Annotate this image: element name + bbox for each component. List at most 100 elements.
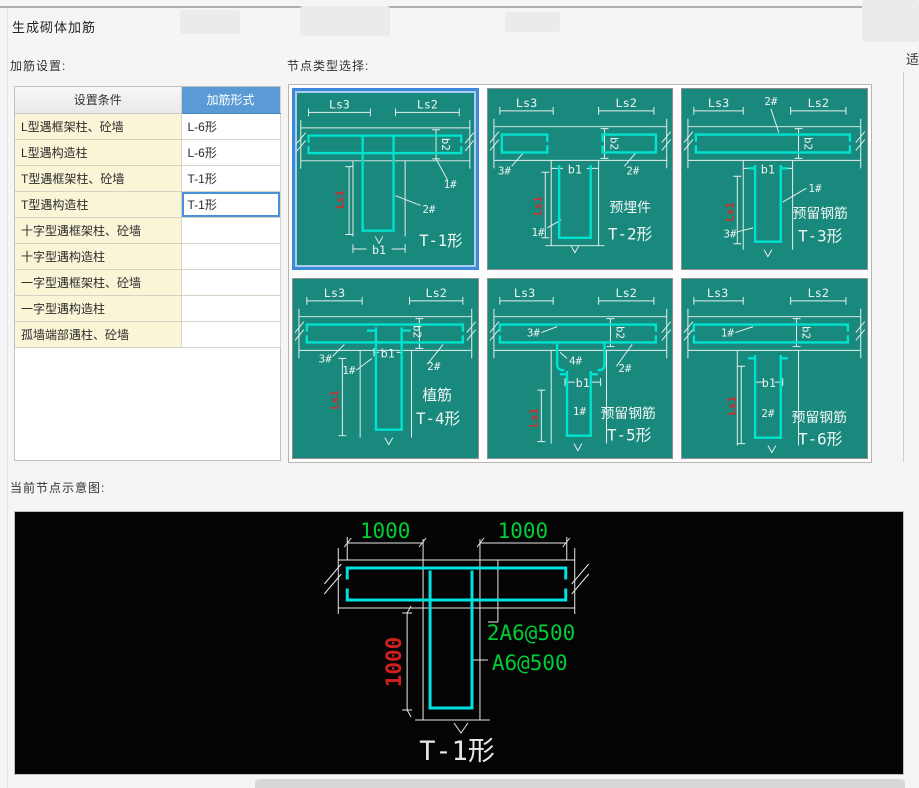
- part-label-1: 1#: [531, 226, 545, 239]
- condition-cell[interactable]: L型遇框架柱、砼墙: [15, 113, 182, 140]
- tile-note: 预留钢筋: [792, 408, 847, 424]
- dim-ls3: Ls3: [707, 285, 728, 299]
- preview-stem-rebar-label: A6@500: [492, 651, 568, 675]
- preview-section-label: 当前节点示意图:: [10, 481, 106, 495]
- current-node-preview: 1000 1000 1000 2A6@500 A6@500 T-1形: [14, 511, 904, 775]
- node-type-grid: Ls3 Ls2 b2 Ls1 1# 2# b1 T-1形 Ls3 Ls2 b2 …: [288, 84, 872, 463]
- tile-caption: T-6形: [798, 429, 842, 448]
- table-row: 一字型遇构造柱: [15, 295, 281, 322]
- dim-ls2: Ls2: [425, 285, 446, 299]
- part-label-4: 4#: [569, 354, 583, 367]
- form-cell[interactable]: [181, 295, 281, 322]
- dim-ls3: Ls3: [324, 285, 345, 299]
- dialog-title: 生成砌体加筋: [12, 20, 97, 35]
- preview-caption: T-1形: [419, 736, 495, 767]
- dim-b1: b1: [372, 243, 386, 257]
- condition-cell[interactable]: 孤墙端部遇柱、砼墙: [15, 321, 182, 348]
- form-cell[interactable]: T-1形: [181, 165, 281, 192]
- dim-ls1: Ls1: [531, 196, 544, 216]
- dim-ls2: Ls2: [417, 97, 438, 111]
- column-header-form[interactable]: 加筋形式: [181, 87, 281, 114]
- dim-ls1: Ls1: [527, 407, 540, 427]
- form-cell[interactable]: L-6形: [181, 113, 281, 140]
- dim-b1: b1: [761, 162, 775, 176]
- dim-b1: b1: [381, 346, 395, 360]
- part-label-3: 3#: [724, 228, 738, 241]
- condition-cell[interactable]: 十字型遇框架柱、砼墙: [15, 217, 182, 244]
- dim-ls1: Ls1: [726, 395, 739, 415]
- part-label-1: 1#: [573, 404, 587, 417]
- dim-b1: b1: [762, 376, 776, 390]
- form-cell[interactable]: [181, 217, 281, 244]
- settings-section-label: 加筋设置:: [10, 59, 67, 73]
- part-label-2: 2#: [762, 406, 776, 419]
- dim-b1: b1: [575, 376, 589, 390]
- dialog-top-border: [0, 6, 919, 8]
- dim-b2: b2: [802, 137, 815, 150]
- tile-caption: T-3形: [798, 227, 842, 246]
- table-row: 十字型遇构造柱: [15, 243, 281, 270]
- condition-cell[interactable]: 十字型遇构造柱: [15, 243, 182, 270]
- node-type-tile-t4[interactable]: Ls3 Ls2 b2 Ls1 b1 3# 2# 1# 植筋 T-4形: [292, 277, 479, 459]
- form-cell[interactable]: [181, 269, 281, 296]
- dim-b1: b1: [567, 162, 581, 176]
- tile-note: 预留钢筋: [600, 404, 655, 420]
- dim-b2: b2: [800, 325, 813, 338]
- condition-cell[interactable]: 一字型遇构造柱: [15, 295, 182, 322]
- column-header-condition[interactable]: 设置条件: [15, 87, 182, 114]
- node-type-tile-t5[interactable]: Ls3 Ls2 3# 4# b2 2# b1 1# Ls1 预留钢筋 T-5形: [486, 277, 674, 459]
- condition-cell[interactable]: 一字型遇框架柱、砼墙: [15, 269, 182, 296]
- part-label-1: 1#: [444, 178, 457, 191]
- preview-wall-rebar-label: 2A6@500: [487, 621, 575, 645]
- node-type-tile-t1[interactable]: Ls3 Ls2 b2 Ls1 1# 2# b1 T-1形: [292, 88, 479, 270]
- form-cell[interactable]: [181, 243, 281, 270]
- part-label-1: 1#: [342, 364, 356, 377]
- dim-b2: b2: [439, 138, 452, 151]
- part-label-2: 2#: [618, 362, 632, 375]
- tile-caption: T-1形: [419, 232, 462, 250]
- dim-ls3: Ls3: [515, 96, 536, 110]
- node-type-tile-t3[interactable]: Ls3 Ls2 2# b2 Ls1 b1 1# 3# 预留钢筋 T-3形: [681, 88, 868, 270]
- preview-dim-right: 1000: [498, 519, 548, 543]
- background-ghost: [300, 6, 390, 36]
- part-label-3: 3#: [319, 352, 333, 365]
- dialog-bottom-edge: [255, 779, 905, 788]
- part-label-3: 3#: [527, 326, 541, 339]
- tile-note: 预埋件: [609, 199, 651, 215]
- condition-cell[interactable]: T型遇构造柱: [15, 191, 182, 218]
- part-label-2: 2#: [765, 95, 779, 108]
- dim-b2: b2: [613, 325, 626, 338]
- condition-cell[interactable]: L型遇构造柱: [15, 139, 182, 166]
- table-row: 孤墙端部遇柱、砼墙: [15, 321, 281, 348]
- preview-drawing: 1000 1000 1000 2A6@500 A6@500 T-1形: [323, 519, 590, 767]
- node-type-tile-t6[interactable]: Ls3 Ls2 1# b2 b1 2# Ls1 预留钢筋 T-6形: [681, 277, 868, 459]
- part-label-1: 1#: [809, 182, 823, 195]
- node-type-tile-t2[interactable]: Ls3 Ls2 b2 Ls1 b1 3# 2# 1# 预埋件 T-2形: [486, 88, 674, 270]
- dialog-left-border: [7, 8, 8, 788]
- dim-b2: b2: [410, 324, 423, 337]
- form-cell[interactable]: T-1形: [181, 191, 281, 218]
- background-ghost: [180, 10, 240, 34]
- part-label-3: 3#: [498, 164, 512, 177]
- condition-cell[interactable]: T型遇框架柱、砼墙: [15, 165, 182, 192]
- table-row: 一字型遇框架柱、砼墙: [15, 269, 281, 296]
- table-row: 十字型遇框架柱、砼墙: [15, 217, 281, 244]
- tile-note: 预留钢筋: [793, 205, 848, 221]
- form-cell[interactable]: [181, 321, 281, 348]
- tile-caption: T-4形: [416, 408, 460, 427]
- dim-ls2: Ls2: [808, 285, 829, 299]
- right-panel-border: [903, 72, 904, 462]
- form-cell[interactable]: L-6形: [181, 139, 281, 166]
- tile-caption: T-2形: [608, 225, 652, 244]
- dim-ls2: Ls2: [615, 96, 636, 110]
- tile-note: 植筋: [422, 386, 452, 403]
- right-panel-partial-label: 适: [906, 52, 919, 67]
- dim-ls2: Ls2: [808, 96, 829, 110]
